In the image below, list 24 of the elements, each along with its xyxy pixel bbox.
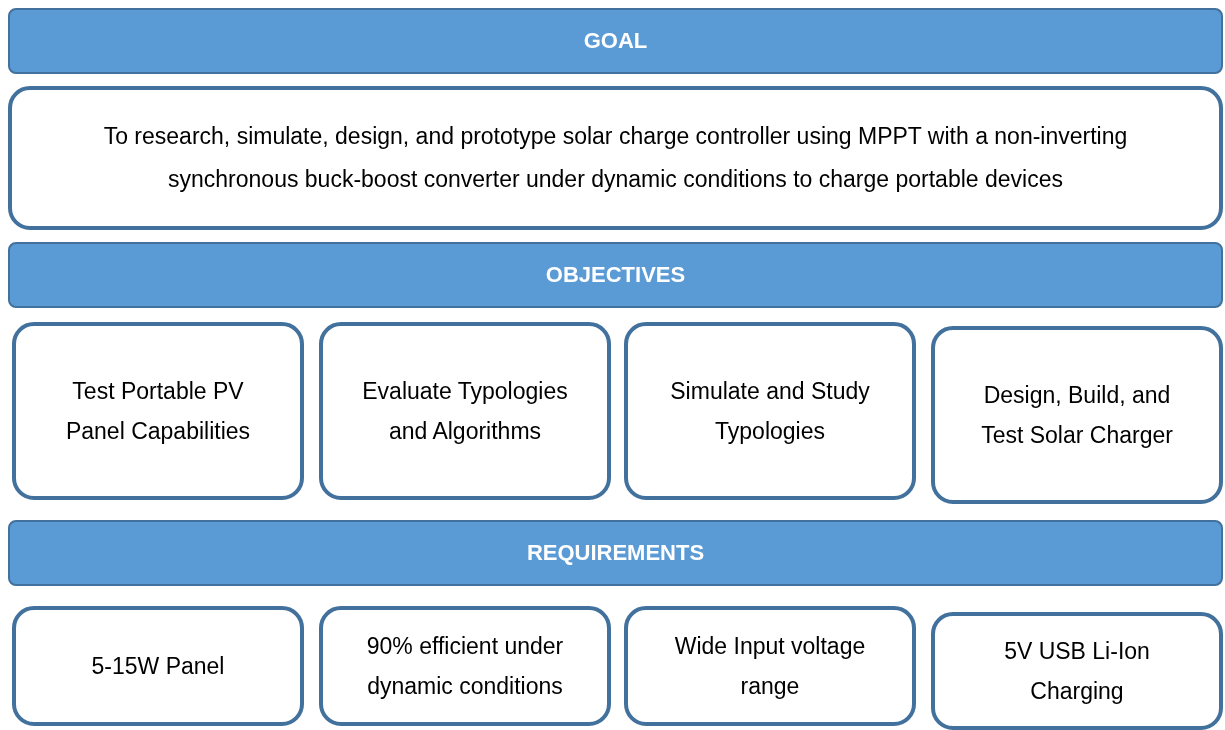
heading-band [8, 8, 1223, 74]
heading-text: GOAL [583, 28, 648, 54]
objective-card [319, 322, 611, 500]
heading-text: OBJECTIVES [545, 262, 686, 288]
objective-text: Simulate and Study Typologies [669, 376, 871, 446]
heading-text: REQUIREMENTS [526, 540, 705, 566]
objective-text: Evaluate Typologies and Algorithms [361, 376, 569, 446]
objective-card [931, 326, 1223, 504]
requirement-card [624, 606, 916, 726]
requirement-card [931, 612, 1223, 730]
goal-text: To research, simulate, design, and prototype solar charge controller using MPPT with a non-inverting synchronous buck-boost converter under dynamic conditions to charge portable devices [102, 122, 1129, 194]
requirement-text: Wide Input voltage range [673, 631, 867, 701]
requirement-text: 90% efficient under dynamic conditions [365, 631, 565, 701]
objective-text: Design, Build, and Test Solar Charger [980, 380, 1174, 450]
requirement-text: 5-15W Panel [91, 651, 225, 681]
objective-card [12, 322, 304, 500]
objective-text: Test Portable PV Panel Capabilities [64, 376, 252, 446]
goal-card [8, 86, 1223, 230]
requirement-card [319, 606, 611, 726]
heading-band [8, 520, 1223, 586]
heading-band [8, 242, 1223, 308]
requirement-card [12, 606, 304, 726]
requirement-text: 5V USB Li-Ion Charging [1003, 636, 1151, 706]
objective-card [624, 322, 916, 500]
